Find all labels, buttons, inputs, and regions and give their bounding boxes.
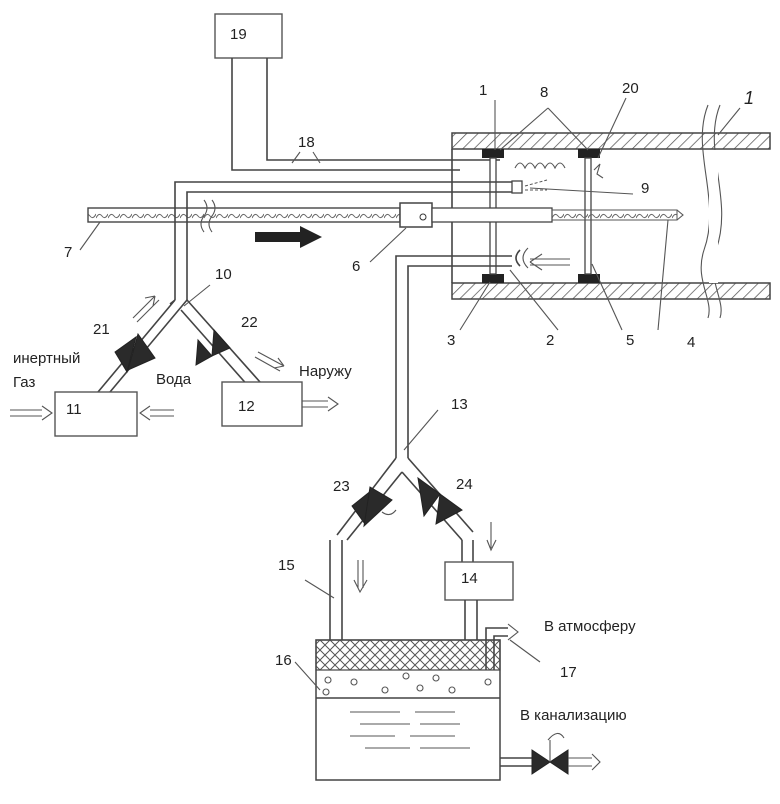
seal-8b: [578, 149, 600, 158]
spring-coil: [515, 163, 565, 168]
unit-14-box: [445, 562, 513, 600]
arrow-down-right: [487, 522, 496, 550]
holder-6: [400, 203, 432, 227]
arrow-down-left: [354, 560, 367, 592]
inner-arrow: [530, 254, 570, 270]
rod-4: [552, 210, 677, 220]
arrow-in-11-right: [140, 406, 174, 420]
arrow-out-12: [302, 397, 338, 411]
valve-22: [196, 340, 212, 365]
unit-19-box: [215, 14, 282, 58]
tank-16: [316, 640, 500, 780]
feed-arrow: [255, 226, 322, 248]
seal-8a: [482, 149, 504, 158]
drain-valve: [532, 750, 550, 774]
seal-3: [482, 274, 504, 283]
arrow-in-11-left: [10, 406, 52, 420]
drain-pipe: [500, 758, 532, 766]
element-20: [594, 164, 603, 178]
rod-7: [88, 208, 400, 222]
unit-11-box: [55, 392, 137, 436]
unit-12-box: [222, 382, 302, 426]
nozzle-9: [512, 181, 522, 193]
